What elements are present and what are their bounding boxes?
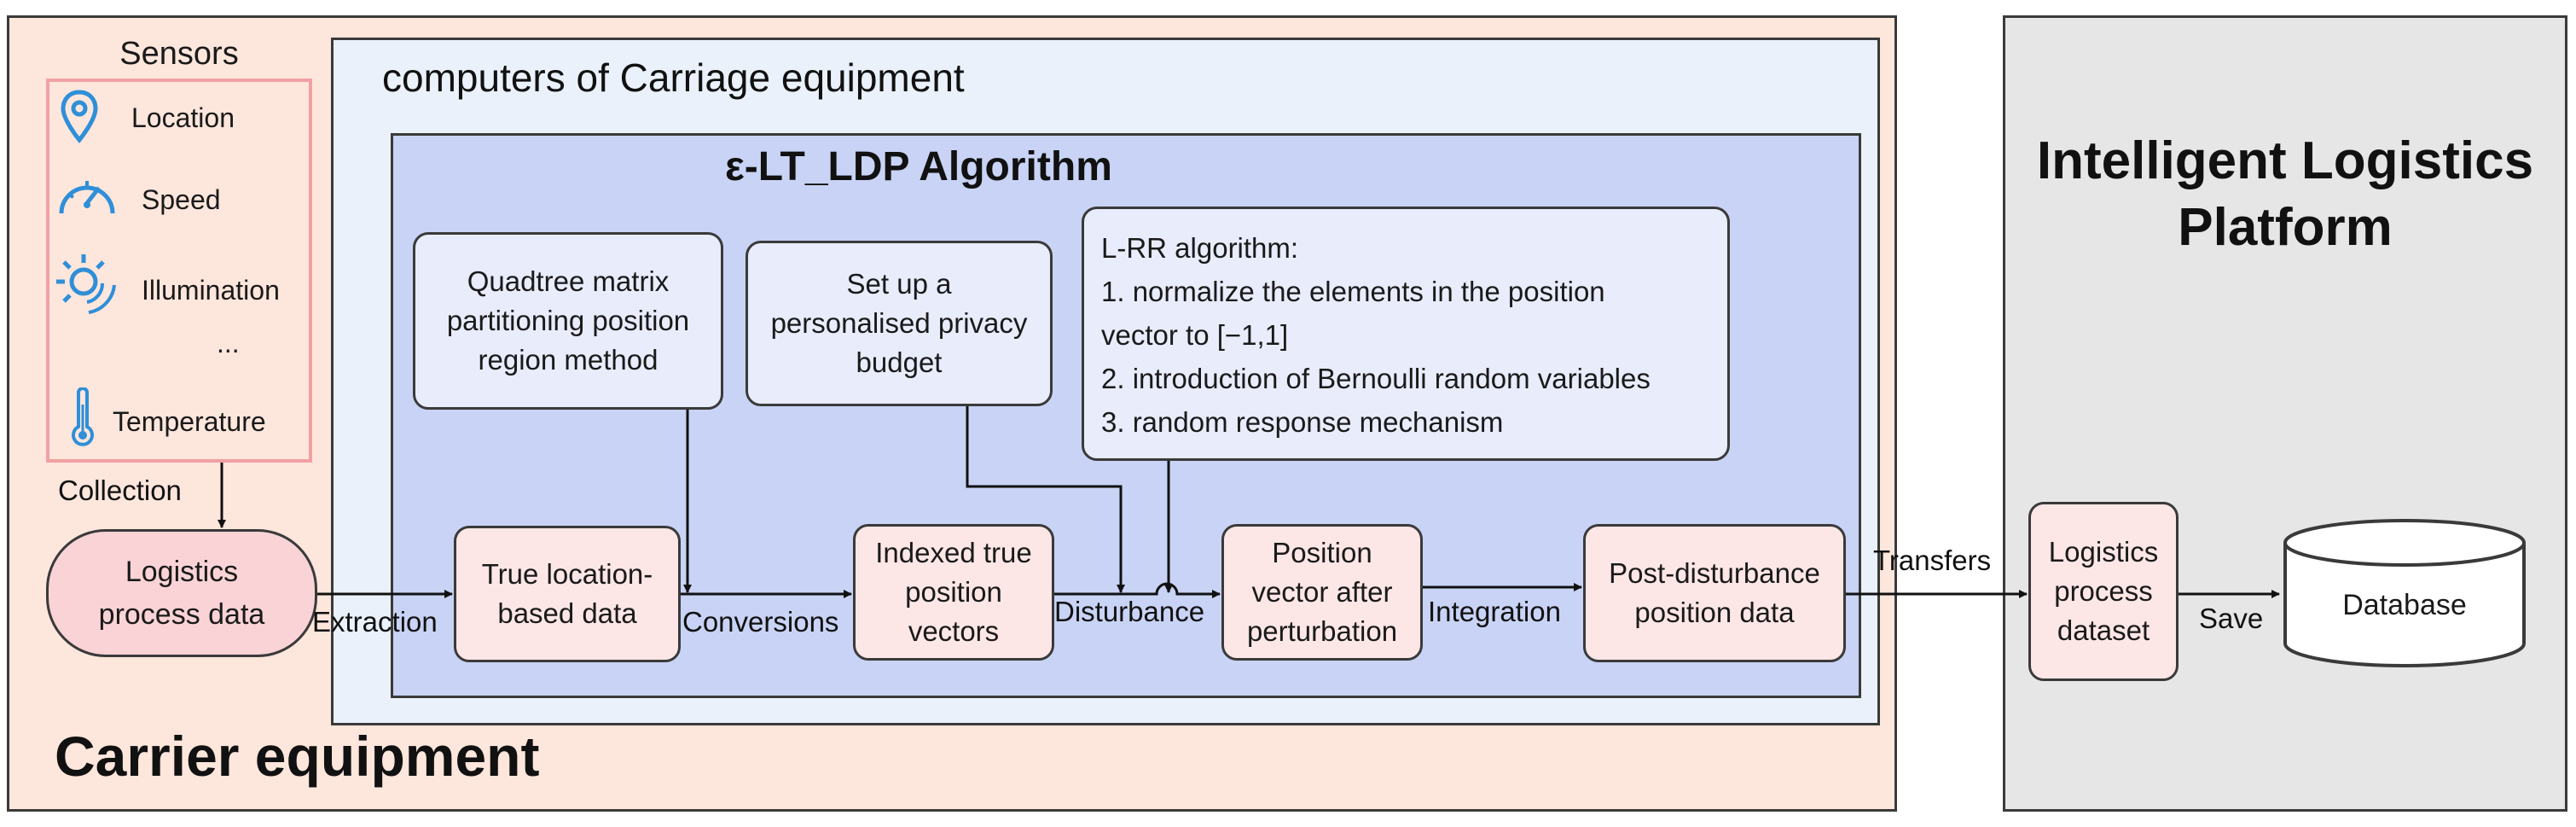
quadtree-method-node: Quadtree matrix partitioning position re… bbox=[413, 232, 723, 410]
true-location-data-node: True location-based data bbox=[454, 526, 681, 662]
platform-title: Intelligent Logistics Platform bbox=[2036, 131, 2534, 257]
carrier-equipment-title: Carrier equipment bbox=[55, 725, 540, 788]
lrr-step-line: vector to [−1,1] bbox=[1101, 319, 1289, 351]
speedometer-icon bbox=[53, 169, 121, 225]
lrr-step-line: 3. random response mechanism bbox=[1101, 406, 1504, 438]
lrr-step-line: 2. introduction of Bernoulli random vari… bbox=[1101, 363, 1651, 394]
algorithm-title: ε-LT_LDP Algorithm bbox=[725, 144, 1112, 189]
edge-label-save: Save bbox=[2199, 603, 2264, 634]
position-vector-after-perturbation-node: Position vector after perturbation bbox=[1221, 524, 1423, 661]
indexed-true-position-vectors-node: Indexed true position vectors bbox=[853, 524, 1054, 661]
sensor-label-speed: Speed bbox=[142, 184, 221, 215]
sensor-label-ellipsis: ... bbox=[217, 328, 240, 358]
edge-label-conversions: Conversions bbox=[682, 606, 839, 638]
edge-label-extraction: Extraction bbox=[312, 606, 438, 638]
edge-label-collection: Collection bbox=[58, 475, 182, 506]
computers-title: computers of Carriage equipment bbox=[382, 55, 965, 100]
lrr-algorithm-node: L-RR algorithm: 1. normalize the element… bbox=[1082, 207, 1730, 461]
logistics-process-data-node: Logistics process data bbox=[46, 529, 317, 657]
post-disturbance-position-data-node: Post-disturbance position data bbox=[1583, 524, 1846, 662]
disturbance-arrow bbox=[1054, 582, 1221, 598]
edge-label-transfers: Transfers bbox=[1873, 545, 1992, 576]
logistics-process-dataset-node: Logistics process dataset bbox=[2028, 502, 2179, 681]
sensors-title: Sensors bbox=[119, 36, 239, 72]
database-label: Database bbox=[2342, 589, 2467, 621]
sensor-label-temperature: Temperature bbox=[113, 406, 266, 437]
lrr-step-line: 1. normalize the elements in the positio… bbox=[1101, 276, 1605, 307]
sensor-label-illumination: Illumination bbox=[142, 275, 280, 306]
privacy-budget-node: Set up a personalised privacy budget bbox=[746, 241, 1053, 406]
database-icon bbox=[2281, 517, 2528, 669]
sensor-label-location: Location bbox=[131, 102, 235, 133]
edge-label-integration: Integration bbox=[1428, 596, 1561, 627]
sun-icon bbox=[49, 249, 126, 317]
sensors-box bbox=[46, 79, 312, 463]
location-pin-icon bbox=[60, 89, 99, 145]
edge-label-disturbance: Disturbance bbox=[1054, 596, 1205, 627]
thermometer-icon bbox=[70, 387, 96, 451]
privacy-budget-arrow bbox=[966, 406, 1125, 593]
lrr-algorithm-title: L-RR algorithm: bbox=[1101, 232, 1299, 264]
